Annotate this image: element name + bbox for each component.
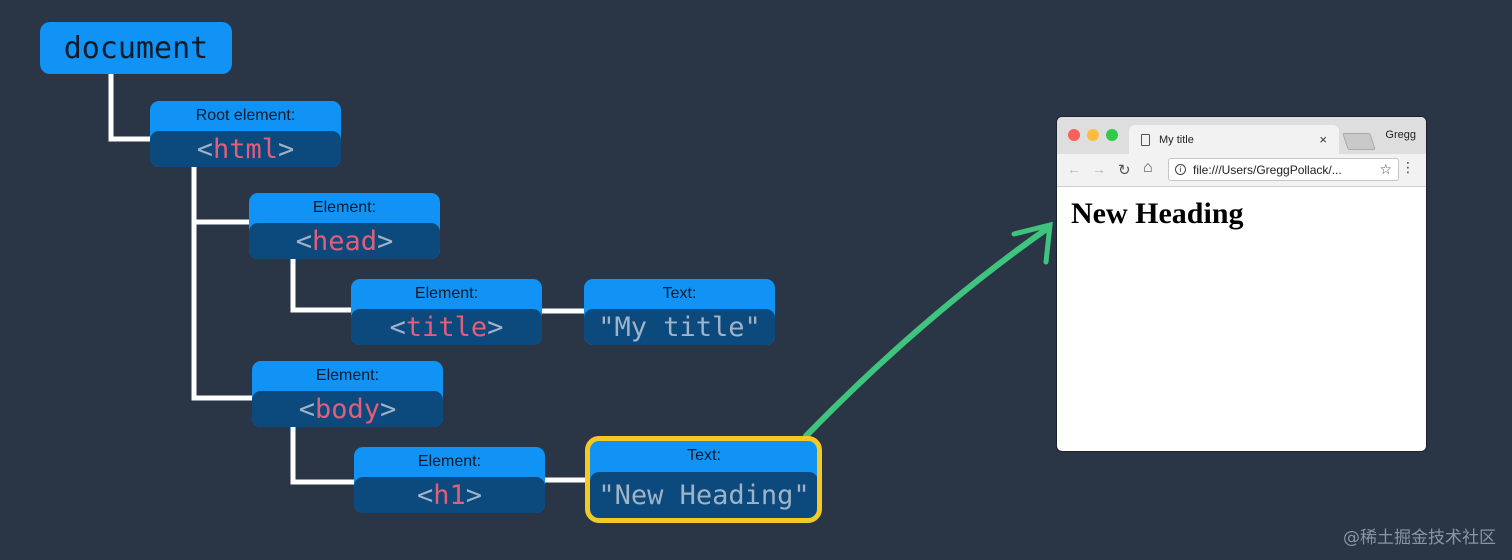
body-node-tag: <body>: [252, 391, 443, 427]
watermark: @稀土掘金技术社区: [1343, 528, 1496, 548]
document-node: document: [40, 22, 232, 74]
back-icon[interactable]: ←: [1067, 161, 1081, 177]
browser-window: My title × Gregg ← → ↻ ⌂ i file:///Users…: [1057, 117, 1426, 451]
connector-document-html: [108, 71, 155, 142]
title-node-label: Element:: [414, 285, 479, 302]
browser-tab[interactable]: My title ×: [1129, 125, 1339, 154]
title-tag-name: title: [405, 311, 488, 343]
h1-text-value: "New Heading": [590, 472, 818, 519]
h1-node-tag: <h1>: [354, 477, 545, 513]
h1-open-bracket: <: [416, 479, 434, 511]
body-open-bracket: <: [298, 393, 315, 425]
head-node-label: Element:: [312, 199, 377, 216]
maximize-window-icon[interactable]: [1106, 129, 1118, 141]
h1-node-label: Element:: [417, 453, 482, 470]
body-node-label: Element:: [315, 367, 380, 384]
document-label: document: [63, 30, 209, 66]
title-text-node-label: Text:: [662, 285, 697, 302]
title-open-bracket: <: [389, 311, 406, 343]
bookmark-star-icon[interactable]: ☆: [1379, 161, 1392, 177]
title-text-value: "My title": [584, 309, 775, 345]
h1-tag-name: h1: [433, 479, 466, 511]
info-icon[interactable]: i: [1175, 164, 1186, 175]
reload-icon[interactable]: ↻: [1118, 162, 1131, 179]
head-close-bracket: >: [377, 225, 394, 257]
title-close-bracket: >: [487, 311, 504, 343]
page-heading: New Heading: [1071, 197, 1244, 230]
connector-html-head: [191, 163, 255, 225]
h1-close-bracket: >: [465, 479, 483, 511]
title-node-tag: <title>: [351, 309, 542, 345]
tab-close-icon[interactable]: ×: [1319, 132, 1327, 147]
html-close-bracket: >: [278, 133, 295, 165]
head-tag-name: head: [311, 225, 378, 257]
html-node-tag: <html>: [150, 131, 341, 167]
h1-text-highlight: [585, 436, 822, 523]
head-open-bracket: <: [295, 225, 312, 257]
menu-icon[interactable]: ⋮: [1401, 159, 1415, 175]
profile-name[interactable]: Gregg: [1385, 129, 1416, 141]
title-node: Element: <title>: [351, 279, 542, 345]
html-node-label: Root element:: [195, 107, 296, 124]
browser-content: New Heading: [1057, 197, 1426, 231]
h1-text-node: Text: "New Heading": [590, 440, 818, 519]
head-node-tag: <head>: [249, 223, 440, 259]
h1-node: Element: <h1>: [354, 447, 545, 513]
body-close-bracket: >: [380, 393, 397, 425]
tab-title: My title: [1159, 133, 1194, 146]
page-icon: [1141, 133, 1150, 146]
body-node: Element: <body>: [252, 361, 443, 427]
address-bar[interactable]: i file:///Users/GreggPollack/... ☆: [1168, 158, 1399, 181]
html-tag-name: html: [212, 133, 279, 165]
connector-html-body: [191, 219, 258, 401]
title-text-node: Text: "My title": [584, 279, 775, 345]
minimize-window-icon[interactable]: [1087, 129, 1099, 141]
body-tag-name: body: [314, 393, 381, 425]
head-node: Element: <head>: [249, 193, 440, 259]
forward-icon[interactable]: →: [1092, 161, 1106, 177]
address-url: file:///Users/GreggPollack/...: [1193, 162, 1342, 177]
connector-head-title: [290, 255, 357, 313]
browser-toolbar: ← → ↻ ⌂ i file:///Users/GreggPollack/...…: [1057, 154, 1426, 187]
connector-body-h1: [290, 424, 360, 485]
arrow-to-browser: [803, 221, 1053, 439]
h1-text-node-label: Text:: [687, 447, 721, 464]
home-icon[interactable]: ⌂: [1143, 159, 1153, 176]
new-tab-button[interactable]: [1342, 133, 1376, 150]
html-open-bracket: <: [196, 133, 213, 165]
browser-titlebar: My title × Gregg: [1057, 117, 1426, 154]
html-node: Root element: <html>: [150, 101, 341, 167]
close-window-icon[interactable]: [1068, 129, 1080, 141]
